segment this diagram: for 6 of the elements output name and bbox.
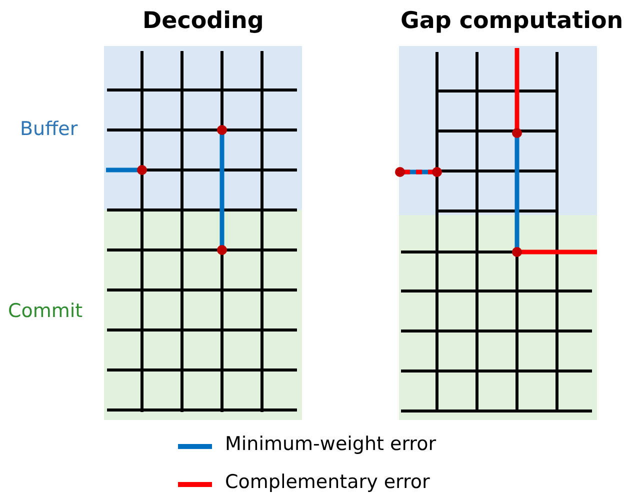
legend-label: Minimum-weight error <box>225 435 436 454</box>
panel-title: Decoding <box>142 10 264 33</box>
region-label: Buffer <box>20 120 78 139</box>
panel-title: Gap computation <box>400 10 624 33</box>
legend-label: Complementary error <box>225 473 430 492</box>
region-label: Commit <box>8 302 83 321</box>
